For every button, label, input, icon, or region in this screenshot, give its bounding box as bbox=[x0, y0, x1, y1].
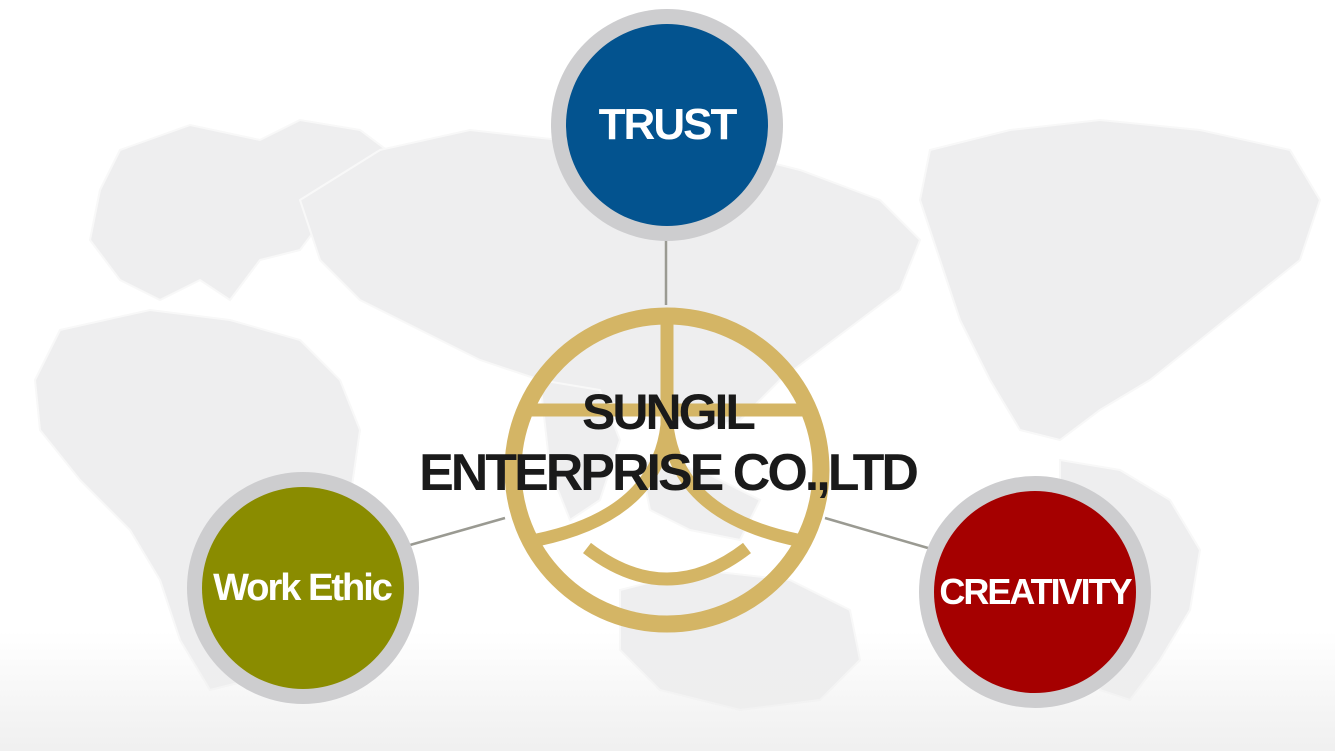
emblem-left-arc bbox=[535, 424, 674, 547]
work-ethic-node: Work Ethic bbox=[187, 472, 419, 704]
map-landmass-europe bbox=[88, 118, 402, 302]
trust-node: TRUST bbox=[551, 9, 783, 241]
trust-circle: TRUST bbox=[566, 24, 768, 226]
company-emblem bbox=[504, 307, 830, 633]
emblem-outer-ring bbox=[504, 307, 830, 633]
creativity-circle: CREATIVITY bbox=[934, 491, 1136, 693]
company-name-line1: SUNGIL bbox=[582, 384, 756, 440]
work-ethic-circle: Work Ethic bbox=[202, 487, 404, 689]
trust-label: TRUST bbox=[598, 100, 738, 149]
connector-work-ethic bbox=[409, 516, 506, 547]
work-ethic-label: Work Ethic bbox=[213, 566, 393, 609]
creativity-label: CREATIVITY bbox=[939, 571, 1132, 612]
connector-creativity bbox=[824, 516, 929, 550]
emblem-inner-arc bbox=[583, 542, 751, 586]
map-landmass-north-america bbox=[918, 118, 1322, 442]
company-name: SUNGIL ENTERPRISE CO.,LTD bbox=[395, 383, 940, 505]
company-name-line2: ENTERPRISE CO.,LTD bbox=[419, 444, 919, 502]
creativity-node: CREATIVITY bbox=[919, 476, 1151, 708]
emblem-right-arc bbox=[660, 424, 799, 547]
